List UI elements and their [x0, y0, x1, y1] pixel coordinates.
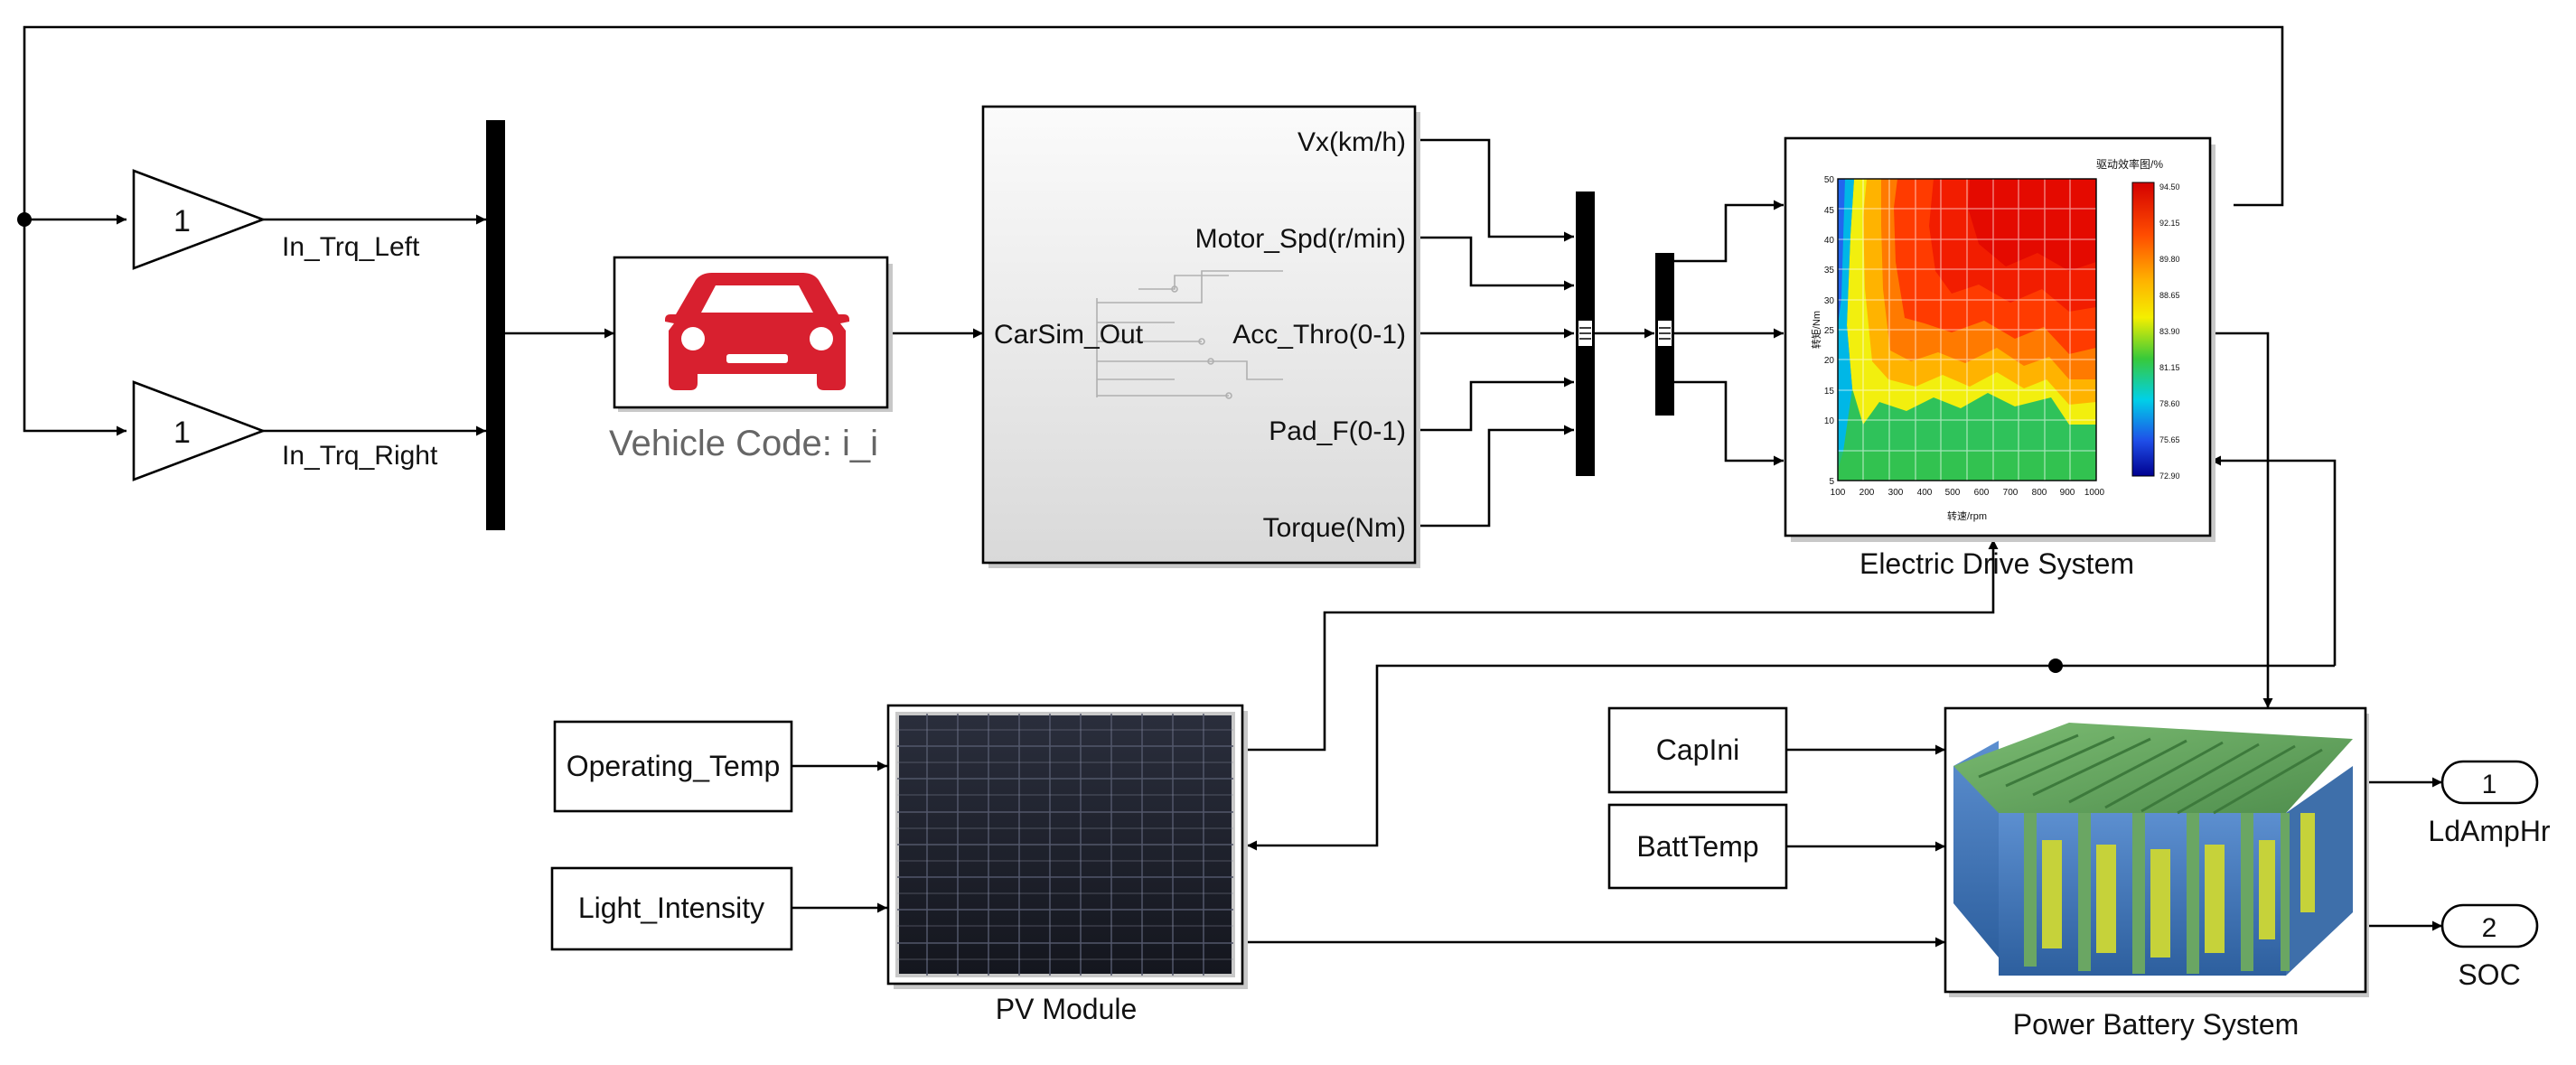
- svg-text:81.15: 81.15: [2159, 363, 2180, 372]
- wire-battery-to-edrive[interactable]: [2211, 455, 2337, 666]
- wire-vx[interactable]: [1416, 138, 1574, 242]
- outport-1-number: 1: [2482, 770, 2497, 799]
- gain-block-left[interactable]: 1: [132, 169, 267, 270]
- svg-text:50: 50: [1824, 175, 1835, 185]
- svg-text:45: 45: [1824, 206, 1835, 216]
- outport-1-name: LdAmpHr: [2428, 815, 2551, 847]
- svg-text:40: 40: [1824, 236, 1835, 246]
- svg-text:5: 5: [1829, 477, 1834, 487]
- operating-temp-block[interactable]: Operating_Temp: [553, 720, 793, 813]
- outport-soc[interactable]: 2: [2440, 903, 2539, 948]
- in-trq-right-label: In_Trq_Right: [282, 441, 438, 471]
- wire-pv-to-edrive[interactable]: [1245, 539, 1999, 752]
- colorbar-ticks: 94.50 92.15 89.80 88.65 83.90 81.15 78.6…: [2159, 182, 2180, 481]
- in-trq-left-label: In_Trq_Left: [282, 232, 420, 262]
- capini-block[interactable]: CapIni: [1607, 706, 1788, 794]
- svg-text:10: 10: [1824, 416, 1835, 426]
- map-title: 驱动效率图/%: [2096, 157, 2163, 171]
- batttemp-block[interactable]: BattTemp: [1607, 803, 1788, 890]
- svg-text:72.90: 72.90: [2159, 472, 2180, 481]
- branch-point: [2048, 659, 2063, 673]
- svg-text:100: 100: [1831, 488, 1846, 498]
- map-y-label: 转矩/Nm: [1810, 311, 1822, 349]
- map-x-ticks: 100 200 300 400 500 600 700 800 900 1000: [1831, 488, 2105, 498]
- car-icon: [665, 273, 849, 390]
- svg-text:900: 900: [2060, 488, 2075, 498]
- battery-pack-icon: [1953, 723, 2353, 976]
- wire-torque[interactable]: [1416, 425, 1574, 528]
- carsim-output-vx: Vx(km/h): [1297, 127, 1406, 157]
- outport-ldamphr[interactable]: 1: [2440, 760, 2539, 805]
- svg-text:20: 20: [1824, 356, 1835, 366]
- svg-text:88.65: 88.65: [2159, 291, 2180, 300]
- signal-wires: [17, 25, 2442, 948]
- svg-text:30: 30: [1824, 296, 1835, 306]
- gain-right-value: 1: [173, 416, 191, 450]
- wire-edrive-to-battery[interactable]: [2212, 332, 2273, 708]
- operating-temp-label: Operating_Temp: [567, 750, 781, 782]
- svg-text:500: 500: [1945, 488, 1961, 498]
- wire-motor-spd[interactable]: [1416, 236, 1574, 291]
- outport-2-number: 2: [2482, 913, 2497, 943]
- carsim-block[interactable]: CarSim_Out Vx(km/h) Motor_Spd(r/min) Acc…: [981, 105, 1420, 568]
- pv-module-caption: PV Module: [996, 993, 1138, 1025]
- svg-text:600: 600: [1974, 488, 1990, 498]
- svg-text:400: 400: [1917, 488, 1933, 498]
- map-y-ticks: 50 45 40 35 30 25 20 15 10 5: [1824, 175, 1835, 487]
- bus-selector-block[interactable]: [1655, 253, 1674, 416]
- light-intensity-label: Light_Intensity: [578, 892, 764, 924]
- electric-drive-block[interactable]: 50 45 40 35 30 25 20 15 10 5 100 200 300…: [1784, 136, 2215, 542]
- mux-block[interactable]: [486, 120, 505, 530]
- svg-text:35: 35: [1824, 266, 1835, 276]
- feedback-wire[interactable]: [23, 25, 2284, 220]
- svg-text:94.50: 94.50: [2159, 182, 2180, 192]
- gain-left-value: 1: [173, 204, 191, 238]
- map-x-label: 转速/rpm: [1947, 509, 1987, 522]
- carsim-output-acc-thro: Acc_Thro(0-1): [1232, 320, 1406, 350]
- carsim-output-pad-f: Pad_F(0-1): [1269, 416, 1406, 446]
- electric-drive-caption: Electric Drive System: [1859, 547, 2134, 580]
- svg-text:800: 800: [2032, 488, 2047, 498]
- svg-text:15: 15: [1824, 387, 1835, 397]
- pv-module-block[interactable]: [886, 704, 1248, 989]
- carsim-output-motor-spd: Motor_Spd(r/min): [1195, 224, 1406, 254]
- wire-to-gain-right[interactable]: [23, 220, 126, 436]
- svg-text:83.90: 83.90: [2159, 327, 2180, 336]
- gain-block-right[interactable]: 1: [132, 380, 267, 481]
- map-colorbar: [2131, 182, 2155, 477]
- wire-to-edrive-1[interactable]: [1674, 200, 1784, 263]
- svg-text:78.60: 78.60: [2159, 399, 2180, 408]
- svg-text:25: 25: [1824, 326, 1835, 336]
- efficiency-map: [1837, 178, 2097, 481]
- svg-text:300: 300: [1888, 488, 1904, 498]
- vehicle-code-label: Vehicle Code: i_i: [609, 424, 878, 463]
- power-battery-block[interactable]: [1944, 706, 2369, 997]
- bus-creator-block[interactable]: [1576, 192, 1595, 476]
- outport-2-name: SOC: [2458, 958, 2520, 991]
- branch-point: [17, 212, 32, 227]
- svg-text:75.65: 75.65: [2159, 435, 2180, 444]
- power-battery-caption: Power Battery System: [2013, 1008, 2300, 1041]
- svg-text:92.15: 92.15: [2159, 219, 2180, 228]
- svg-text:200: 200: [1859, 488, 1875, 498]
- svg-text:700: 700: [2003, 488, 2019, 498]
- svg-text:1000: 1000: [2084, 488, 2105, 498]
- vehicle-block[interactable]: [613, 256, 893, 412]
- carsim-input-label: CarSim_Out: [994, 320, 1144, 350]
- wire-to-edrive-3[interactable]: [1674, 380, 1784, 466]
- wire-battery-to-pv[interactable]: [1247, 664, 2335, 851]
- capini-label: CapIni: [1656, 733, 1740, 766]
- carsim-output-torque: Torque(Nm): [1263, 513, 1406, 543]
- light-intensity-block[interactable]: Light_Intensity: [550, 866, 793, 951]
- carsim-internal-schematic: [1096, 270, 1283, 399]
- svg-text:89.80: 89.80: [2159, 255, 2180, 264]
- batttemp-label: BattTemp: [1636, 830, 1758, 863]
- wire-pad-f[interactable]: [1416, 377, 1574, 432]
- solar-panel-icon: [895, 712, 1235, 977]
